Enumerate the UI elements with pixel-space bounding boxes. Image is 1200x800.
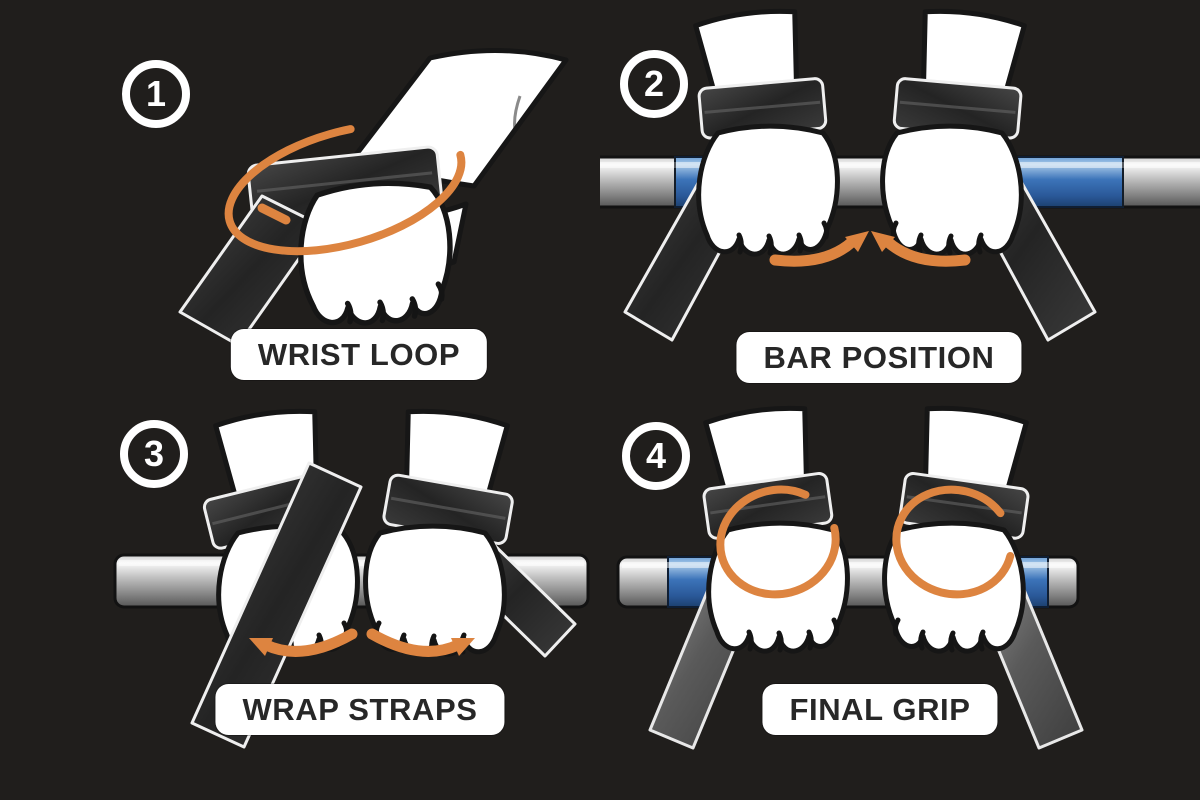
step-label: BAR POSITION: [736, 332, 1022, 383]
step-panel-2: 2 BAR POSITION: [600, 0, 1200, 400]
step-number: 4: [645, 435, 667, 476]
step-number-badge: 4: [622, 422, 690, 490]
step-number-badge: 3: [120, 420, 188, 488]
step-number-badge: 2: [620, 50, 688, 118]
step-label: FINAL GRIP: [762, 684, 998, 735]
wrap-direction-arrows: [249, 628, 475, 657]
wrist-loop-arrow: [224, 120, 466, 256]
step-label: WRAP STRAPS: [215, 684, 505, 735]
step-panel-3: 3 WRAP STRAPS: [0, 400, 600, 800]
step-panel-1: 1 WRIST LOOP: [0, 0, 600, 400]
step-number-badge: 1: [122, 60, 190, 128]
step-number: 2: [643, 63, 665, 104]
inward-arrows: [769, 231, 971, 267]
wrapped-loop-arrows: [716, 485, 1016, 599]
illustration-wrap-straps: [113, 400, 590, 749]
step-label: WRIST LOOP: [230, 329, 488, 380]
illustration-final-grip: [616, 400, 1084, 750]
illustration-bar-position: [600, 0, 1200, 342]
step-panel-4: 4 FINAL GRIP: [600, 400, 1200, 800]
step-number: 3: [143, 433, 165, 474]
step-number: 1: [145, 73, 167, 114]
